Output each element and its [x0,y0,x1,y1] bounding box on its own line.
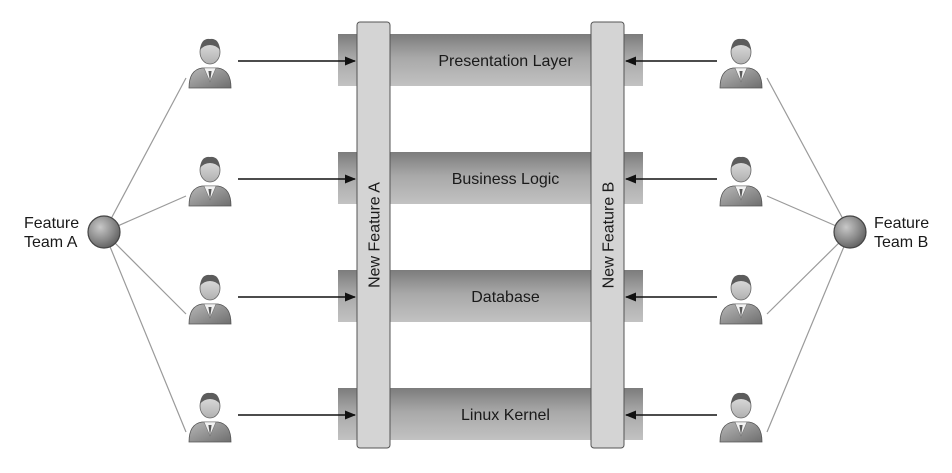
feature-bar-a [356,21,391,449]
feature-label-b: New Feature B [601,182,618,289]
team-b-label: Feature Team B [874,214,929,252]
team-b-node [833,215,867,249]
developer-arrows [238,56,717,420]
developer-icon [188,38,232,89]
developer-icon [188,156,232,207]
team-nodes [87,215,867,249]
team-a-node [87,215,121,249]
feature-label-a: New Feature A [367,182,384,288]
team-a-connector [103,231,187,433]
layer-label: Linux Kernel [461,407,550,424]
developer-icon [188,274,232,325]
feature-bars: New Feature A New Feature B [356,21,625,449]
developer-icon [719,392,763,443]
layer-label: Presentation Layer [438,53,573,70]
team-b-connector [766,77,851,233]
team-b-label-line1: Feature [874,215,930,232]
developers [188,38,763,443]
team-a-label: Feature Team A [24,214,79,252]
developer-icon [188,392,232,443]
team-a-connector [103,231,187,315]
developer-icon [719,38,763,89]
team-a-label-line2: Team A [24,234,78,251]
team-a-connector [103,77,187,233]
team-b-connector [766,231,851,315]
team-b-connector [766,231,851,433]
developer-icon [719,274,763,325]
layer-label: Business Logic [452,171,560,188]
team-b-label-line2: Team B [874,234,929,251]
feature-bar-b [590,21,625,449]
team-connectors [103,77,851,433]
team-a-label-line1: Feature [24,215,80,232]
layer-label: Database [471,289,540,306]
developer-icon [719,156,763,207]
